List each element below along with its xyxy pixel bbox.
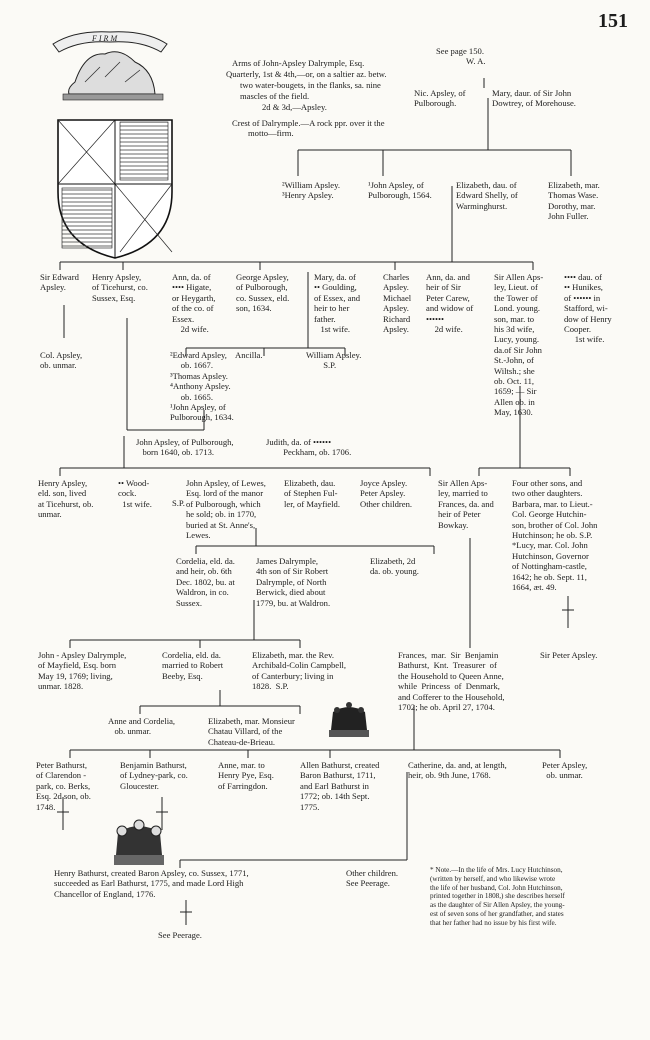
crest-line-1: Crest of Dalrymple.—A rock ppr. over it … (232, 118, 385, 128)
crest-line-2: motto—firm. (248, 128, 294, 138)
rock-crest-icon (52, 31, 168, 101)
george-children-list: ²Edward Apsley, Ancilla. ob. 1667. ³Thom… (170, 350, 263, 423)
person-ann-higate: Ann, da. of •••• Higate, or Heygarth, of… (172, 272, 216, 335)
person-john-1640: John Apsley, of Pulborough, born 1640, o… (136, 437, 234, 458)
see-peerage-label: See Peerage. (158, 930, 202, 940)
person-frances-bathurst: Frances, mar. Sir Benjamin Bathurst, Knt… (398, 650, 505, 713)
person-joyce-peter: Joyce Apsley. Peter Apsley. Other childr… (360, 478, 413, 509)
person-henry-ticehurst: Henry Apsley, of Ticehurst, co. Sussex, … (92, 272, 148, 303)
person-william-henry: ²William Apsley. ³Henry Apsley. (282, 180, 341, 201)
coronet-icon (329, 702, 369, 737)
arms-blazon-3: mascles of the field. (240, 91, 310, 101)
person-col-apsley: Col. Apsley, ob. unmar. (40, 350, 83, 371)
person-william-apsley-sp: William Apsley. S.P. (306, 350, 362, 371)
arms-title: Arms of John-Apsley Dalrymple, Esq. (232, 58, 365, 68)
person-anne-cordelia: Anne and Cordelia, ob. unmar. (108, 716, 176, 737)
person-john-lewes: John Apsley, of Lewes, Esq. lord of the … (186, 478, 266, 541)
see-page-initials: W. A. (466, 56, 486, 66)
person-peter-bathurst: Peter Bathurst, of Clarendon - park, co.… (36, 760, 91, 812)
person-mary-dowtrey: Mary, daur. of Sir John Dowtrey, of More… (492, 88, 576, 109)
person-allen-bathurst: Allen Bathurst, created Baron Bathurst, … (300, 760, 380, 812)
person-hunikes: •••• dau. of •• Hunikes, of •••••• in St… (564, 272, 612, 345)
person-elizabeth-2d: Elizabeth, 2d da. ob. young. (370, 556, 419, 577)
person-cordelia: Cordelia, eld. da. and heir, ob. 6th Dec… (176, 556, 235, 608)
person-sir-edward: Sir Edward Apsley. (40, 272, 79, 293)
person-woodcock: •• Wood- cock. 1st wife. (118, 478, 152, 509)
page-number: 151 (598, 10, 628, 32)
person-four-sons: Four other sons, and two other daughters… (512, 478, 598, 593)
person-cordelia-beeby: Cordelia, eld. da. married to Robert Bee… (162, 650, 224, 681)
other-children-label: Other children. See Peerage. (346, 868, 399, 889)
person-henry-eldest: Henry Apsley, eld. son, lived at Ticehur… (38, 478, 94, 520)
arms-blazon-1: Quarterly, 1st & 4th,—or, on a saltier a… (226, 69, 387, 79)
person-mary-goulding: Mary, da. of •• Goulding, of Essex, and … (314, 272, 361, 335)
arms-blazon-4: 2d & 3d,—Apsley. (262, 102, 327, 112)
person-james-dalrymple: James Dalrymple, 4th son of Sir Robert D… (256, 556, 331, 608)
person-elizabeth-fuller: Elizabeth, dau. of Stephen Ful- ler, of … (284, 478, 340, 509)
person-sir-peter-apsley: Sir Peter Apsley. (540, 650, 598, 660)
coat-of-arms-shield-icon (57, 119, 173, 259)
person-judith-peckham: Judith, da. of •••••• Peckham, ob. 1706. (266, 437, 352, 458)
person-peter-apsley-unmar: Peter Apsley, ob. unmar. (542, 760, 588, 781)
person-nic-apsley: Nic. Apsley, of Pulborough. (414, 88, 466, 109)
person-elizabeth-shelly: Elizabeth, dau. of Edward Shelly, of War… (456, 180, 518, 211)
arms-blazon-2: two water-bougets, in the flanks, sa. ni… (240, 80, 381, 90)
person-george-apsley: George Apsley, of Pulborough, co. Sussex… (236, 272, 290, 314)
person-elizabeth-wase: Elizabeth, mar. Thomas Wase. Dorothy, ma… (548, 180, 600, 222)
person-sir-allen-apsley: Sir Allen Aps- ley, Lieut. of the Tower … (494, 272, 544, 418)
person-sir-allen-bowkay: Sir Allen Aps- ley, married to Frances, … (438, 478, 494, 530)
person-charles-michael-richard: Charles Apsley. Michael Apsley. Richard … (383, 272, 412, 335)
see-page-ref: See page 150. (436, 46, 484, 56)
motto-label: FIRM (92, 34, 120, 43)
person-benjamin-bathurst: Benjamin Bathurst, of Lydney-park, co. G… (120, 760, 188, 791)
person-john-1564: ¹John Apsley, of Pulborough, 1564. (368, 180, 432, 201)
person-catherine: Catherine, da. and, at length, heir, ob.… (408, 760, 507, 781)
person-henry-bathurst: Henry Bathurst, created Baron Apsley, co… (54, 868, 249, 899)
coronet-icon (114, 819, 164, 865)
person-ann-carew: Ann, da. and heir of Sir Peter Carew, an… (426, 272, 474, 335)
sine-prole-label: S.P. (172, 498, 185, 508)
person-elizabeth-villard: Elizabeth, mar. Monsieur Chatau Villard,… (208, 716, 295, 747)
footnote: * Note.—In the life of Mrs. Lucy Hutchin… (430, 866, 565, 927)
person-elizabeth-campbell: Elizabeth, mar. the Rev. Archibald-Colin… (252, 650, 347, 692)
person-anne-pye: Anne, mar. to Henry Pye, Esq. of Farring… (218, 760, 274, 791)
person-john-apsley-dalrymple: John - Apsley Dalrymple, of Mayfield, Es… (38, 650, 127, 692)
